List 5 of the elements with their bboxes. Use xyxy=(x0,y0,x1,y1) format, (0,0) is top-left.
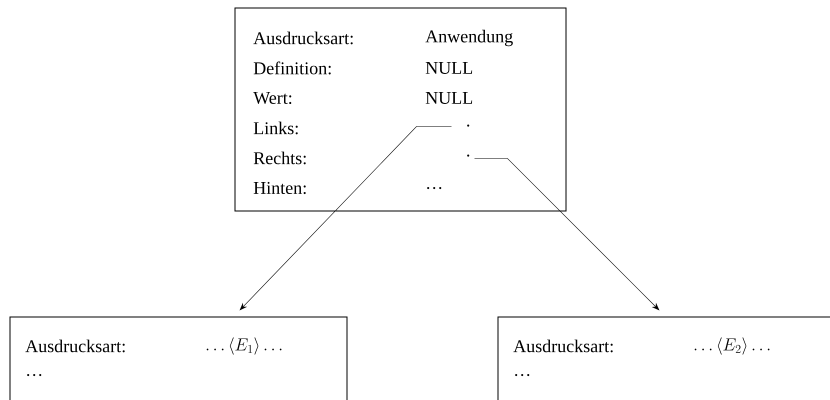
arrow xyxy=(240,126,452,310)
record-box: Ausdrucksart: Anwendung Definition: NULL Wert: NULL Links: · Rechts: · Hinten: … xyxy=(234,8,566,212)
arrow xyxy=(474,158,660,310)
expression-box: Ausdrucksart: $\dots\langle E_1\rangle\dots$ … xyxy=(10,316,348,400)
expression-box: Ausdrucksart: $\dots\langle E_2\rangle\dots$ … xyxy=(498,316,830,400)
